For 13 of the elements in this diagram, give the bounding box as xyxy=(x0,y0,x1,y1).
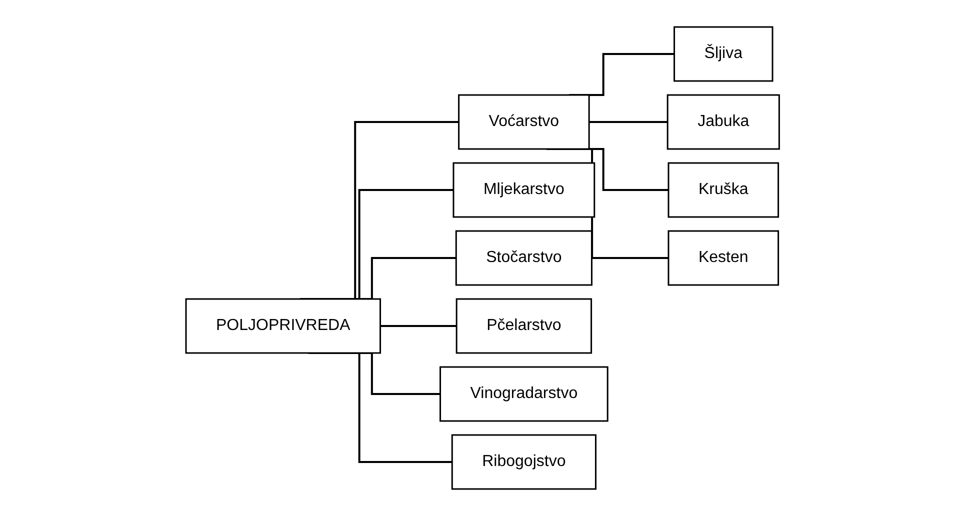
node-box: Kruška xyxy=(668,162,780,218)
node-box: Vinogradarstvo xyxy=(440,366,609,422)
connector xyxy=(589,121,668,123)
node-box: Jabuka xyxy=(667,94,780,150)
node-box: Kesten xyxy=(668,230,780,286)
node-box: Mljekarstvo xyxy=(453,162,596,218)
node-box: Voćarstvo xyxy=(458,94,590,150)
connector xyxy=(380,325,457,327)
node-box: Ribogojstvo xyxy=(452,434,597,490)
node-box: POLJOPRIVREDA xyxy=(186,298,382,354)
node-box: Stočarstvo xyxy=(456,230,593,286)
node-box: Pčelarstvo xyxy=(456,298,592,354)
node-box: Šljiva xyxy=(674,26,774,82)
